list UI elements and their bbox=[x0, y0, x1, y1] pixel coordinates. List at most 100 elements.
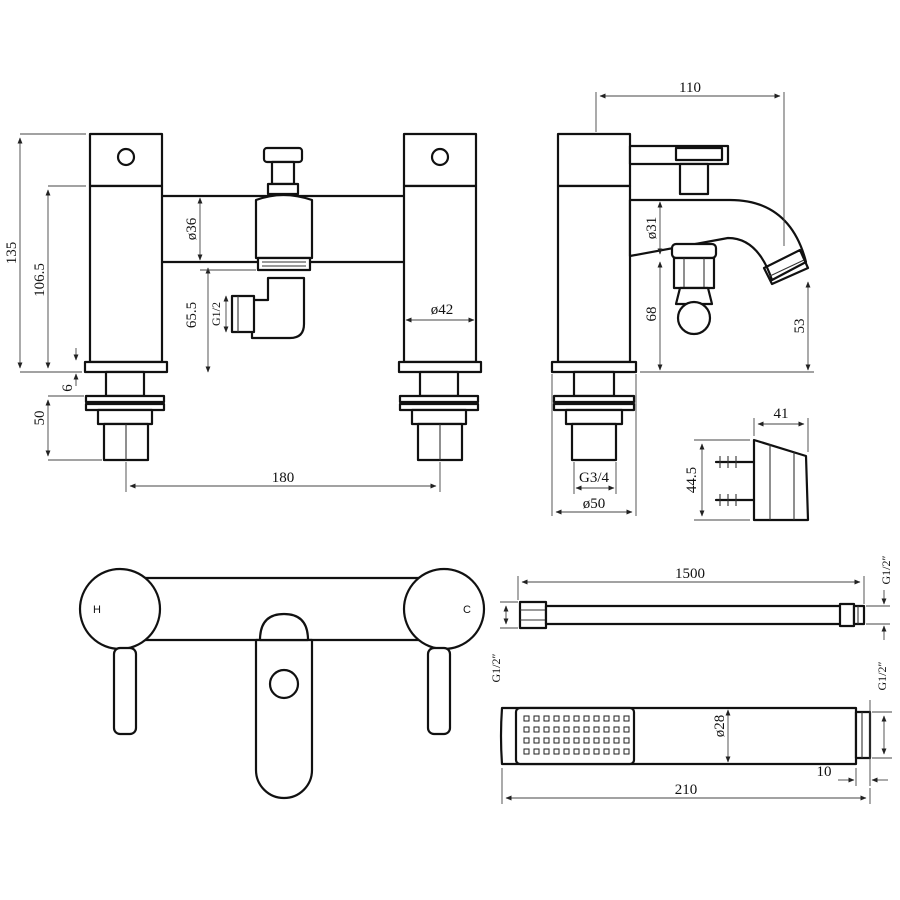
handset-connector bbox=[854, 710, 872, 760]
front-view: 135 106.5 6 50 ø36 65.5 G1/2 ø42 180 bbox=[4, 132, 483, 492]
hose-elbow-side bbox=[676, 300, 712, 336]
hose-outlet-thread bbox=[230, 294, 256, 334]
spout-outlet bbox=[254, 193, 314, 260]
spray-nozzle bbox=[523, 726, 530, 733]
left-handle-hole bbox=[116, 147, 136, 167]
spray-nozzle bbox=[603, 715, 610, 722]
spray-nozzle bbox=[593, 715, 600, 722]
side-tail-lower bbox=[570, 422, 618, 462]
spray-nozzle bbox=[583, 726, 590, 733]
diverter-collar bbox=[266, 182, 300, 196]
bracket-body bbox=[752, 438, 810, 522]
spray-nozzle bbox=[563, 737, 570, 744]
right-handle-hole bbox=[430, 147, 450, 167]
right-column bbox=[402, 184, 478, 364]
spray-nozzle bbox=[553, 737, 560, 744]
spray-nozzle bbox=[563, 715, 570, 722]
spray-nozzle bbox=[553, 715, 560, 722]
top-diverter-knob bbox=[268, 668, 300, 700]
dim-bracket-height: 44.5 bbox=[684, 467, 700, 493]
hose-right-thread bbox=[852, 604, 866, 626]
hose-left-nut bbox=[518, 600, 548, 630]
top-right-lever bbox=[426, 646, 452, 736]
hose-nut-top bbox=[670, 242, 718, 260]
spray-nozzle bbox=[533, 726, 540, 733]
side-tail-upper bbox=[572, 370, 616, 398]
hot-mark: H bbox=[93, 604, 101, 616]
spray-nozzle bbox=[593, 737, 600, 744]
dim-hose-left-thread: G1/2″ bbox=[489, 654, 503, 683]
left-nut bbox=[96, 408, 154, 426]
spray-nozzle bbox=[613, 737, 620, 744]
spray-nozzle bbox=[573, 715, 580, 722]
dim-base-diameter: ø50 bbox=[583, 496, 606, 512]
spray-nozzle bbox=[533, 737, 540, 744]
spray-nozzle bbox=[573, 737, 580, 744]
left-tail-upper bbox=[104, 370, 146, 398]
diverter-stem bbox=[270, 160, 296, 186]
left-washer-1 bbox=[84, 394, 166, 404]
side-nut bbox=[564, 408, 624, 426]
side-column bbox=[556, 184, 632, 364]
spray-nozzle bbox=[523, 715, 530, 722]
diverter-knob bbox=[262, 146, 304, 164]
dim-handset-thread: G1/2″ bbox=[875, 662, 889, 691]
spray-nozzle bbox=[593, 726, 600, 733]
cold-mark: C bbox=[463, 604, 471, 616]
dim-outlet-thread: G1/2 bbox=[209, 302, 223, 326]
left-column bbox=[88, 184, 164, 364]
spray-nozzle bbox=[523, 748, 530, 755]
dim-height-total: 135 bbox=[4, 242, 20, 265]
left-base-flange bbox=[83, 360, 169, 374]
dim-projection: 110 bbox=[679, 80, 701, 96]
lever-grip bbox=[674, 146, 724, 162]
spray-nozzle bbox=[613, 726, 620, 733]
top-left-lever bbox=[112, 646, 138, 736]
spray-nozzle bbox=[583, 715, 590, 722]
dim-handset-diameter: ø28 bbox=[712, 715, 728, 738]
spray-nozzle bbox=[613, 715, 620, 722]
hose-nut bbox=[672, 256, 716, 290]
spray-nozzle bbox=[553, 748, 560, 755]
spray-nozzle bbox=[613, 748, 620, 755]
dim-bracket-width: 41 bbox=[774, 406, 789, 422]
spray-nozzle bbox=[623, 726, 630, 733]
dim-column-diameter: ø42 bbox=[431, 302, 454, 318]
spray-nozzle bbox=[563, 726, 570, 733]
spray-nozzle bbox=[583, 737, 590, 744]
dim-spout-clearance: 53 bbox=[792, 319, 808, 334]
shower-hose: 1500 G1/2″ G1/2″ bbox=[489, 556, 893, 683]
dim-body-diameter: ø36 bbox=[184, 217, 200, 240]
spray-nozzle bbox=[623, 715, 630, 722]
dim-height-to-body: 106.5 bbox=[32, 263, 48, 297]
spray-nozzle bbox=[603, 748, 610, 755]
spray-nozzle bbox=[603, 737, 610, 744]
hose-tube bbox=[544, 604, 848, 626]
spray-nozzle bbox=[543, 737, 550, 744]
dim-flange-thickness: 6 bbox=[60, 384, 76, 392]
side-handle bbox=[556, 132, 632, 188]
shower-handset: ø28 10 G1/2″ 210 bbox=[499, 662, 892, 804]
side-washer-1 bbox=[552, 394, 636, 404]
spout-tip bbox=[762, 248, 810, 286]
dim-tail-length: 50 bbox=[32, 411, 48, 426]
spray-nozzle bbox=[563, 748, 570, 755]
hose-right-connector bbox=[838, 602, 856, 628]
side-base-flange bbox=[550, 360, 638, 374]
dim-tail-thread: G3/4 bbox=[579, 470, 610, 486]
right-tail-upper bbox=[418, 370, 460, 398]
spray-nozzle bbox=[623, 748, 630, 755]
dim-outlet-height: 65.5 bbox=[184, 302, 200, 328]
aerator bbox=[256, 256, 312, 272]
spray-nozzle bbox=[573, 748, 580, 755]
spray-nozzle bbox=[543, 715, 550, 722]
dim-connector-length: 10 bbox=[817, 764, 832, 780]
spray-nozzle bbox=[603, 726, 610, 733]
wall-bracket: 41 44.5 bbox=[684, 406, 810, 522]
dim-centres: 180 bbox=[272, 470, 295, 486]
top-spout-base bbox=[258, 612, 310, 642]
top-spout bbox=[254, 638, 314, 800]
dim-spout-diameter: ø31 bbox=[644, 217, 660, 240]
